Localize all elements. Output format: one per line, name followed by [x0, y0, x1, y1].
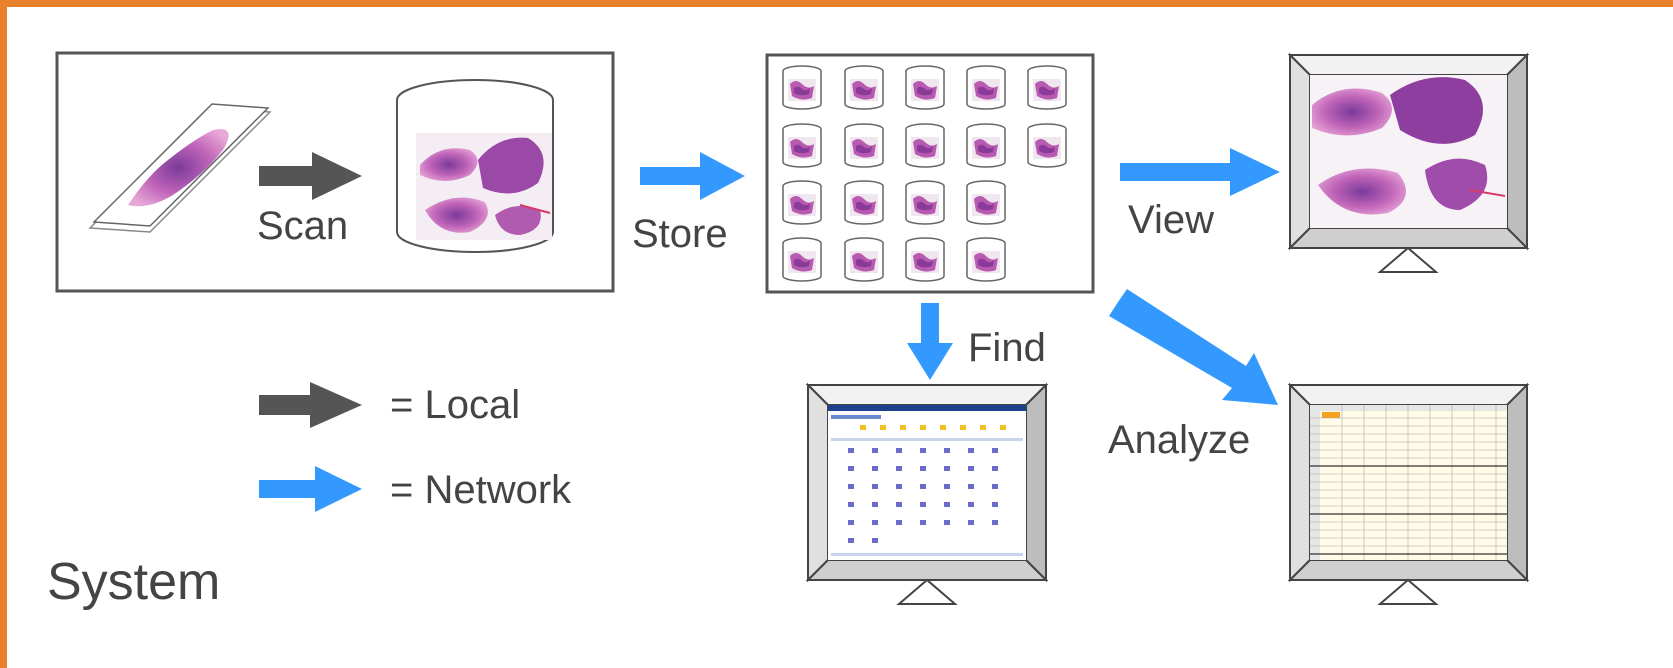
local-system-box: [55, 51, 615, 293]
monitor-icon: [1287, 52, 1530, 273]
system-title: System: [47, 553, 221, 611]
monitor-icon-analyze: [1287, 382, 1530, 605]
monitor-icon-find: [805, 382, 1049, 605]
legend-local-arrow: [259, 382, 362, 428]
database-icon: [396, 79, 554, 253]
scan-label: Scan: [257, 204, 349, 248]
store-label: Store: [632, 212, 728, 256]
network-arrow-find: [907, 303, 953, 380]
local-arrow-scan: [259, 152, 362, 200]
network-arrow-view: [1120, 148, 1280, 196]
legend-network-label: = Network: [390, 468, 572, 512]
legend-network-arrow: [259, 466, 362, 512]
glass-slide-icon: [88, 103, 272, 233]
network-arrow-analyze: [1109, 289, 1278, 405]
network-arrow-store: [640, 152, 745, 200]
view-label: View: [1128, 198, 1214, 242]
find-label: Find: [968, 326, 1046, 370]
analyze-label: Analyze: [1108, 418, 1251, 462]
legend-local-label: = Local: [390, 383, 521, 427]
